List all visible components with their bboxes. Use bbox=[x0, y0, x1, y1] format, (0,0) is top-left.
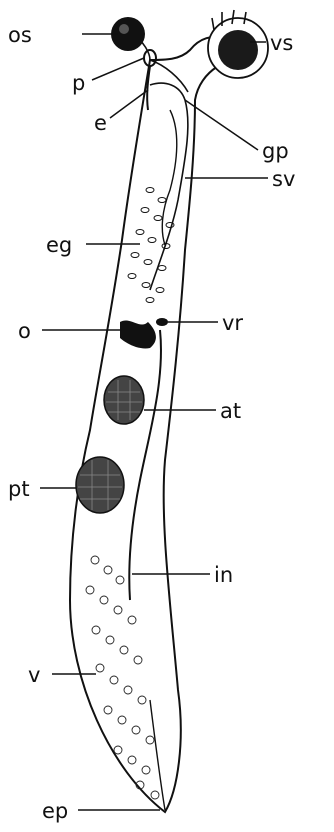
label-vr: vr bbox=[222, 311, 243, 335]
vitelline-reservoir bbox=[156, 318, 168, 326]
label-o: o bbox=[18, 319, 31, 343]
label-os: os bbox=[8, 23, 32, 47]
label-p: p bbox=[72, 71, 85, 95]
posterior-testis bbox=[76, 457, 124, 513]
label-sv: sv bbox=[272, 167, 295, 191]
anterior-testis bbox=[104, 376, 144, 424]
label-v: v bbox=[28, 663, 40, 687]
label-gp: gp bbox=[262, 139, 289, 163]
label-e: e bbox=[94, 111, 107, 135]
label-vs: vs bbox=[270, 31, 293, 55]
label-in: in bbox=[214, 563, 233, 587]
label-pt: pt bbox=[8, 477, 30, 501]
label-eg: eg bbox=[46, 233, 72, 257]
label-at: at bbox=[220, 399, 241, 423]
label-ep: ep bbox=[42, 799, 68, 823]
